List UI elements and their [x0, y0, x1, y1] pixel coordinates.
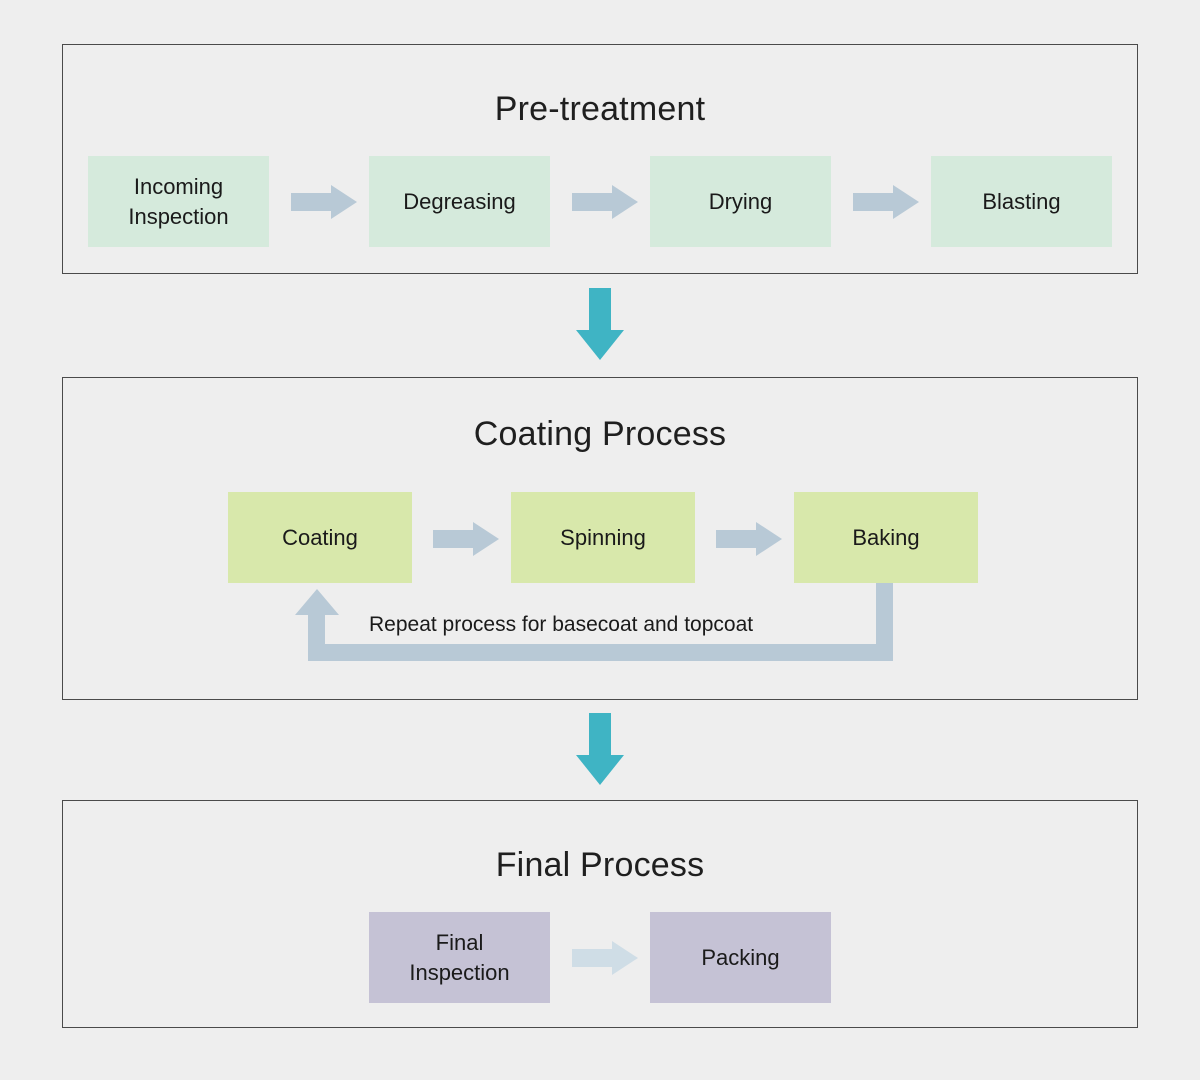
arrow-shaft — [572, 948, 614, 967]
loop-segment-left — [308, 611, 325, 651]
arrow-drying-to-blasting — [853, 179, 919, 224]
node-label: Drying — [708, 188, 773, 214]
arrow-stem — [589, 713, 611, 759]
arrow-head — [576, 755, 624, 785]
arrow-final-inspection-to-packing — [572, 935, 638, 980]
node-packing[interactable]: Packing — [650, 912, 831, 1003]
node-label: Blasting — [982, 188, 1061, 214]
node-label: Incoming Inspection — [128, 172, 228, 230]
node-label-line1: Incoming — [133, 174, 224, 200]
section-final: Final Process Final Inspection Packing — [62, 800, 1138, 1028]
section-coating: Coating Process Coating Spinning Baking … — [62, 377, 1138, 700]
stage-arrow-pretreatment-to-coating — [576, 288, 624, 360]
arrow-shaft — [291, 192, 333, 211]
node-final-inspection[interactable]: Final Inspection — [369, 912, 550, 1003]
section-title-coating: Coating Process — [473, 415, 727, 453]
arrow-shaft — [853, 192, 895, 211]
section-pretreatment: Pre-treatment Incoming Inspection Degrea… — [62, 44, 1138, 274]
node-blasting[interactable]: Blasting — [931, 156, 1112, 247]
section-title-pretreatment: Pre-treatment — [494, 90, 706, 128]
arrow-head — [473, 521, 499, 556]
node-label-line2: Inspection — [128, 203, 229, 229]
node-label-line1: Final — [435, 930, 484, 956]
node-drying[interactable]: Drying — [650, 156, 831, 247]
node-coating[interactable]: Coating — [228, 492, 412, 583]
section-title-final: Final Process — [495, 846, 705, 884]
arrow-head — [576, 330, 624, 360]
stage-arrow-coating-to-final — [576, 713, 624, 785]
arrow-stem — [589, 288, 611, 334]
node-label-line2: Inspection — [409, 959, 510, 985]
node-degreasing[interactable]: Degreasing — [369, 156, 550, 247]
loop-arrow-head — [295, 589, 339, 615]
arrow-head — [612, 940, 638, 975]
arrow-head — [612, 184, 638, 219]
arrow-spinning-to-baking — [716, 516, 782, 561]
loop-segment-bottom — [308, 644, 893, 661]
arrow-head — [756, 521, 782, 556]
node-incoming-inspection[interactable]: Incoming Inspection — [88, 156, 269, 247]
arrow-head — [331, 184, 357, 219]
node-label: Baking — [852, 524, 920, 550]
arrow-coating-to-spinning — [433, 516, 499, 561]
arrow-shaft — [716, 529, 758, 548]
node-baking[interactable]: Baking — [794, 492, 978, 583]
node-label: Coating — [282, 524, 358, 550]
arrow-degreasing-to-drying — [572, 179, 638, 224]
loop-segment-right — [876, 583, 893, 661]
arrow-incoming-to-degreasing — [291, 179, 357, 224]
arrow-shaft — [433, 529, 475, 548]
node-label: Spinning — [560, 524, 646, 550]
node-label: Final Inspection — [409, 928, 509, 986]
arrow-shaft — [572, 192, 614, 211]
node-label: Degreasing — [403, 188, 516, 214]
arrow-head — [893, 184, 919, 219]
node-label: Packing — [701, 944, 780, 970]
loop-label-repeat-process: Repeat process for basecoat and topcoat — [369, 613, 754, 636]
node-spinning[interactable]: Spinning — [511, 492, 695, 583]
